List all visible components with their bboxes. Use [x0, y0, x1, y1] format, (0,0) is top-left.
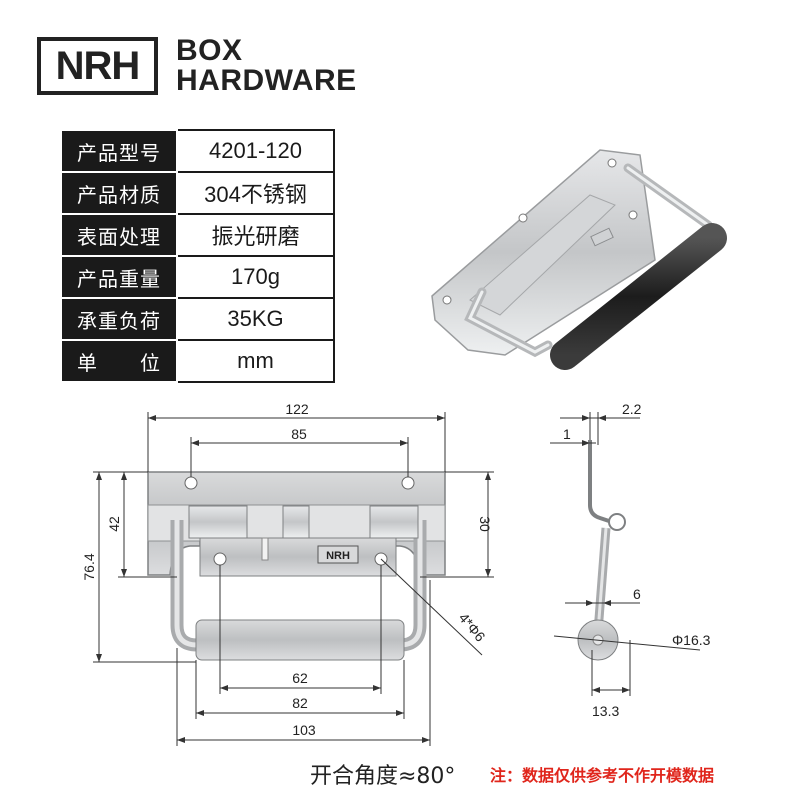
spec-label: 承重负荷	[60, 297, 178, 341]
dim-label: 62	[292, 670, 308, 686]
front-grip	[195, 619, 405, 661]
spec-value: 304不锈钢	[177, 171, 335, 215]
dim-label: 1	[563, 426, 571, 442]
front-lower-band	[199, 537, 397, 577]
spec-row: 承重负荷 35KG	[60, 297, 335, 341]
front-plate-logo	[317, 545, 359, 564]
front-knuckle	[282, 505, 310, 539]
spec-table: 产品型号 4201-120 产品材质 304不锈钢 表面处理 振光研磨 产品重量…	[60, 129, 335, 383]
dim-label: 85	[291, 426, 307, 442]
brand-line-2: HARDWARE	[176, 64, 357, 97]
brand-logo-text: NRH	[55, 43, 141, 88]
photo-hole-icon	[442, 295, 452, 305]
spec-value: 35KG	[177, 297, 335, 341]
spec-label: 单 位	[60, 339, 178, 383]
dim-label: 6	[633, 586, 641, 602]
opening-angle-note: 开合角度≈80°	[310, 764, 456, 789]
photo-hole-icon	[518, 213, 528, 223]
side-plate	[588, 440, 613, 524]
hole-icon	[184, 476, 198, 490]
dim-label: 13.3	[592, 703, 619, 719]
photo-logo-mark	[590, 227, 614, 247]
dim-label: 30	[477, 516, 493, 532]
dim-label: 42	[106, 516, 122, 532]
spec-value: 170g	[177, 255, 335, 299]
front-knuckle	[188, 505, 248, 539]
product-photo	[431, 149, 727, 370]
photo-plate-rib	[469, 194, 616, 316]
dim-label: 103	[292, 722, 316, 738]
front-slot	[261, 537, 269, 561]
dim-label: 122	[285, 401, 309, 417]
spec-row: 单 位 mm	[60, 339, 335, 383]
brand-line-1: BOX	[176, 34, 243, 67]
photo-grip	[550, 223, 727, 370]
spec-value: 振光研磨	[177, 213, 335, 257]
photo-hole-icon	[628, 210, 638, 220]
dim-label: 76.4	[81, 553, 97, 580]
front-plate-logo-text: NRH	[326, 550, 350, 562]
spec-value: 4201-120	[177, 129, 335, 173]
side-view: 2.2 1 6 Φ16.3 13.3	[550, 401, 711, 719]
dim-label: 82	[292, 695, 308, 711]
disclaimer-note: 注：数据仅供参考不作开模数据	[490, 766, 715, 785]
front-view: NRH	[81, 401, 494, 746]
front-knuckle	[369, 505, 419, 539]
photo-hole-icon	[607, 158, 617, 168]
spec-label: 产品重量	[60, 255, 178, 299]
dim-label: 2.2	[622, 401, 642, 417]
hole-icon	[401, 476, 415, 490]
spec-row: 表面处理 振光研磨	[60, 213, 335, 257]
dim-label: 4*Φ6	[456, 610, 489, 645]
brand-logo: NRH	[37, 37, 158, 95]
spec-row: 产品重量 170g	[60, 255, 335, 299]
dim-label: Φ16.3	[672, 632, 711, 648]
spec-label: 表面处理	[60, 213, 178, 257]
side-hinge	[608, 513, 626, 531]
spec-row: 产品材质 304不锈钢	[60, 171, 335, 215]
spec-label: 产品材质	[60, 171, 178, 215]
spec-row: 产品型号 4201-120	[60, 129, 335, 173]
brand-name: BOX HARDWARE	[176, 36, 357, 96]
hole-icon	[213, 552, 227, 566]
spec-value: mm	[177, 339, 335, 383]
spec-label: 产品型号	[60, 129, 178, 173]
